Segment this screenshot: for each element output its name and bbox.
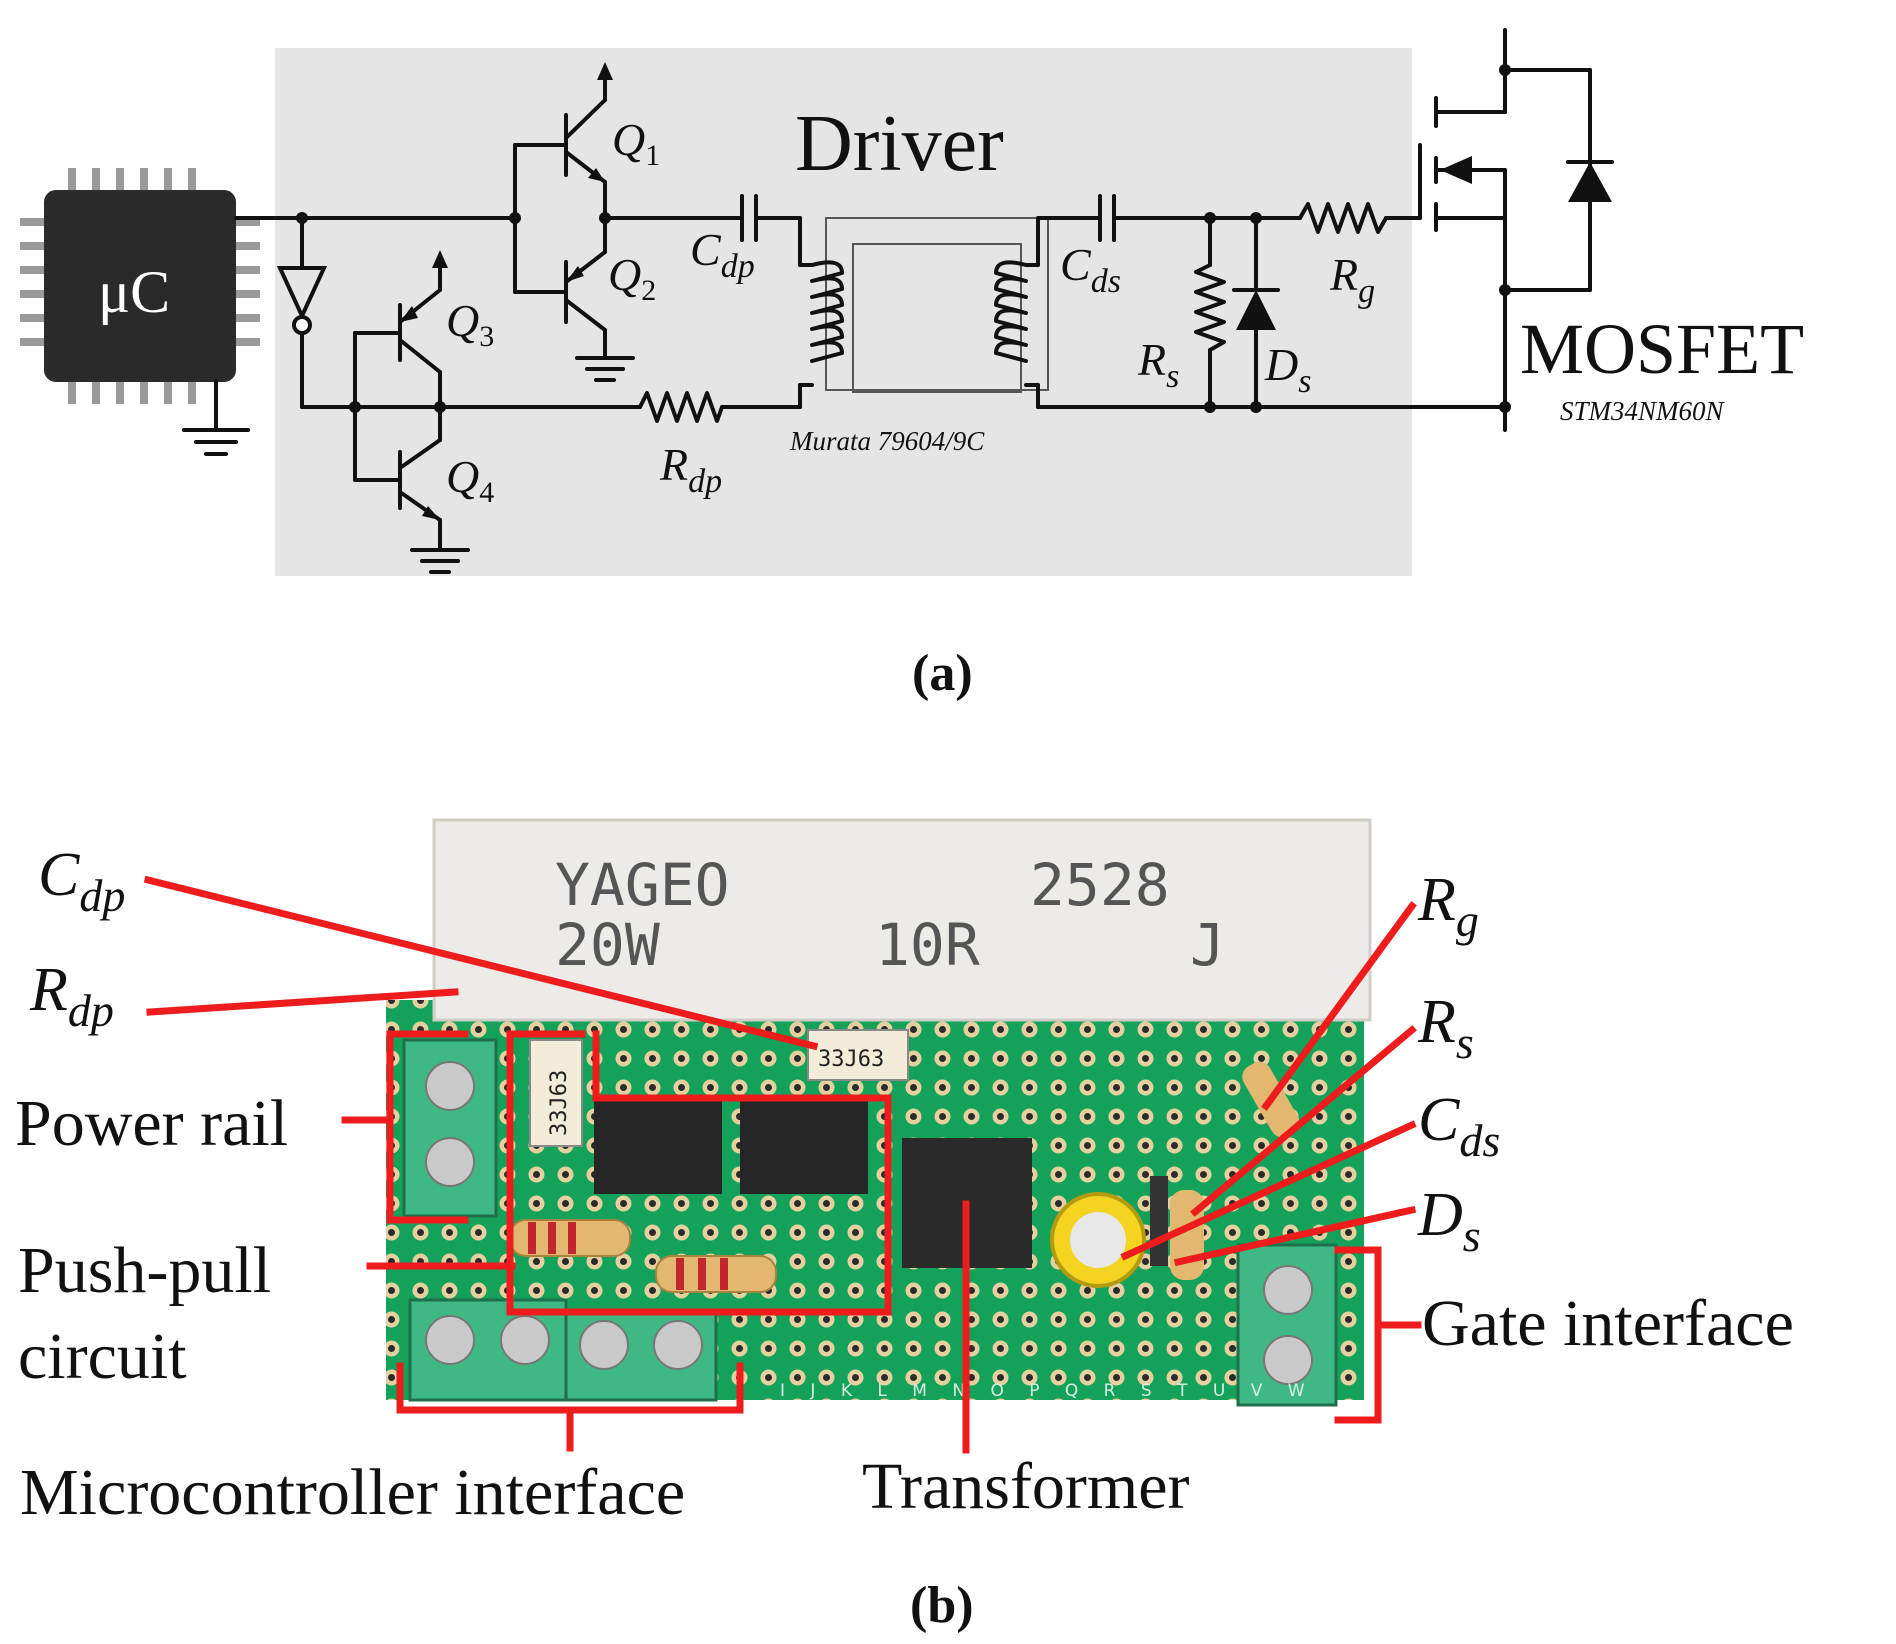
resistor-print-4: 10R [875,911,980,979]
svg-text:33J63: 33J63 [818,1047,884,1072]
driver-background [275,48,1412,576]
label-q4: Q4 [446,451,494,509]
transformer-part-label: Murata 79604/9C [789,426,985,456]
resistor-print-5: J [1190,911,1225,979]
transformer-symbol: Murata 79604/9C [789,216,1049,456]
terminal-block-gate [1236,1243,1338,1407]
callout-rs: Rs [1417,988,1474,1068]
ic-push-pull-2 [740,1100,868,1194]
callout-rg: Rg [1417,866,1479,946]
label-rg: Rg [1329,249,1375,310]
mosfet-label: MOSFET [1520,309,1804,389]
uc-label: μC [98,259,170,325]
caption-b: (b) [910,1577,974,1634]
capacitor-cdp-part: 33J63 33J63 [529,1029,909,1147]
label-ds: Ds [1264,339,1311,400]
callout-push-pull-1: Push-pull [18,1234,271,1307]
label-q1: Q1 [612,114,660,172]
ic-push-pull-1 [594,1100,722,1194]
callout-ds: Ds [1417,1181,1481,1261]
label-rs: Rs [1137,334,1179,395]
svg-text:33J63: 33J63 [547,1070,572,1136]
resistor-print-2: 2528 [1030,851,1170,919]
caption-a: (a) [912,645,973,702]
resistor-rdp [445,391,802,423]
callout-cds: Cds [1418,1086,1500,1166]
board-photo-panel-b: YAGEO 2528 20W 10R J 33J63 33J63 [143,818,1422,1454]
inverter-symbol [276,266,449,409]
input-wire [234,143,568,294]
terminal-block-power [402,1038,498,1218]
label-cds: Cds [1060,239,1121,300]
label-q2: Q2 [608,249,656,307]
callout-cdp: Cdp [38,841,125,921]
diode-ds [1232,216,1280,409]
resistor-rs [1194,216,1226,409]
capacitor-cdp [740,194,802,242]
board-row-letters: I J K L M N O P Q R S T U V W [780,1381,1315,1401]
mosfet-part-label: STM34NM60N [1560,396,1726,426]
push-pull-resistors [509,1219,777,1293]
label-q3: Q3 [446,295,494,353]
diode-ds-part [1150,1176,1168,1266]
microcontroller-chip: μC [20,168,260,404]
schematic-panel-a: μC [20,28,1804,576]
callout-markings [143,875,1422,1454]
mosfet-symbol: MOSFET STM34NM60N [1418,28,1804,432]
callout-gate-interface: Gate interface [1422,1287,1794,1360]
callout-transformer: Transformer [862,1450,1190,1523]
driver-label: Driver [795,100,1004,188]
resistor-print-3: 20W [555,911,660,979]
power-resistor: YAGEO 2528 20W 10R J [432,818,1372,1022]
capacitor-cds-part [1050,1192,1146,1288]
callout-power-rail: Power rail [15,1087,288,1160]
callout-rdp: Rdp [29,956,114,1036]
callout-microcontroller-interface: Microcontroller interface [20,1456,685,1529]
resistor-rg [1298,202,1422,234]
terminal-block-uc [408,1298,718,1402]
callout-push-pull-2: circuit [18,1320,187,1393]
label-cdp: Cdp [690,224,755,285]
resistor-print-1: YAGEO [555,851,730,919]
label-rdp: Rdp [659,439,722,500]
